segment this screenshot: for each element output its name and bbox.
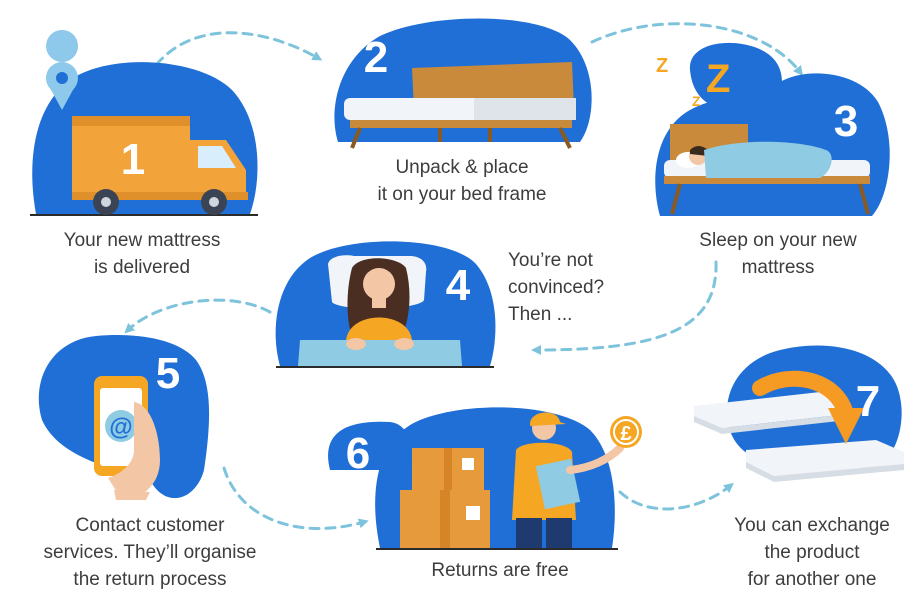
sleep-letters: Z Z Z Z (656, 55, 730, 143)
caption-line: Then ... (508, 304, 573, 325)
step-number: 2 (364, 33, 388, 82)
step-number: 5 (156, 349, 180, 398)
step-number: 4 (446, 261, 471, 310)
arrow-1-to-2 (138, 31, 323, 94)
caption-step-7: You can exchange the product for another… (704, 512, 920, 593)
sleeping-person-icon (664, 124, 870, 215)
caption-line: for another one (747, 569, 877, 590)
step-2: 2 (334, 18, 592, 149)
step-number: 6 (346, 429, 370, 478)
email-at-symbol: @ (109, 414, 132, 441)
caption-line: Your new mattress (63, 230, 221, 251)
phone-email-icon: @ (94, 376, 160, 500)
thought-blob (689, 42, 782, 111)
caption-line: mattress (741, 257, 815, 278)
caption-line: services. They’ll organise (43, 542, 257, 563)
sleep-z-tiny: Z (692, 93, 701, 109)
step-number: 7 (856, 377, 880, 426)
step-number: 3 (834, 97, 858, 146)
step-6: £ 6 (328, 407, 642, 550)
caption-step-6: Returns are free (380, 557, 620, 584)
caption-line: You can exchange (734, 515, 890, 536)
arrow-4-to-5 (124, 298, 272, 334)
caption-step-1: Your new mattress is delivered (24, 227, 260, 281)
arrow-6-to-7 (618, 482, 734, 511)
bed-frame-icon (344, 62, 576, 149)
exchange-arrow-icon (694, 370, 904, 482)
caption-step-2: Unpack & place it on your bed frame (340, 154, 584, 208)
caption-line: Unpack & place (395, 157, 529, 178)
caption-line: Returns are free (431, 560, 569, 581)
caption-line: the return process (73, 569, 227, 590)
flow-arrows (124, 22, 804, 530)
caption-line: Sleep on your new (699, 230, 857, 251)
caption-step-5: Contact customer services. They’ll organ… (20, 512, 280, 593)
location-pin-icon (46, 30, 79, 62)
arrow-5-to-6 (222, 466, 369, 530)
caption-line: convinced? (508, 277, 605, 298)
step-number: 1 (121, 135, 145, 184)
pound-coin-symbol: £ (620, 423, 631, 445)
delivery-truck-icon (46, 30, 248, 215)
step-4: 4 (275, 241, 496, 368)
step-1: 1 (30, 30, 258, 216)
step-5: @ 5 (38, 335, 210, 500)
caption-line: is delivered (93, 257, 191, 278)
caption-step-3: Sleep on your new mattress (672, 227, 884, 281)
arrow-3-to-4 (531, 260, 718, 355)
step-7: 7 (694, 345, 904, 482)
caption-line: You’re not (508, 250, 593, 271)
caption-line: Contact customer (75, 515, 225, 536)
courier-boxes-icon: £ (400, 412, 642, 548)
caption-line: it on your bed frame (377, 184, 547, 205)
caption-line: the product (764, 542, 860, 563)
caption-step-4: You’re not convinced? Then ... (508, 247, 648, 328)
blob-6-left (328, 421, 411, 470)
sleep-z-small: Z (656, 55, 668, 77)
unhappy-woman-icon (298, 255, 462, 366)
sleep-z-large: Z (706, 57, 730, 101)
step-3: Z Z Z Z 3 (655, 42, 890, 217)
arrow-2-to-3 (590, 22, 804, 76)
